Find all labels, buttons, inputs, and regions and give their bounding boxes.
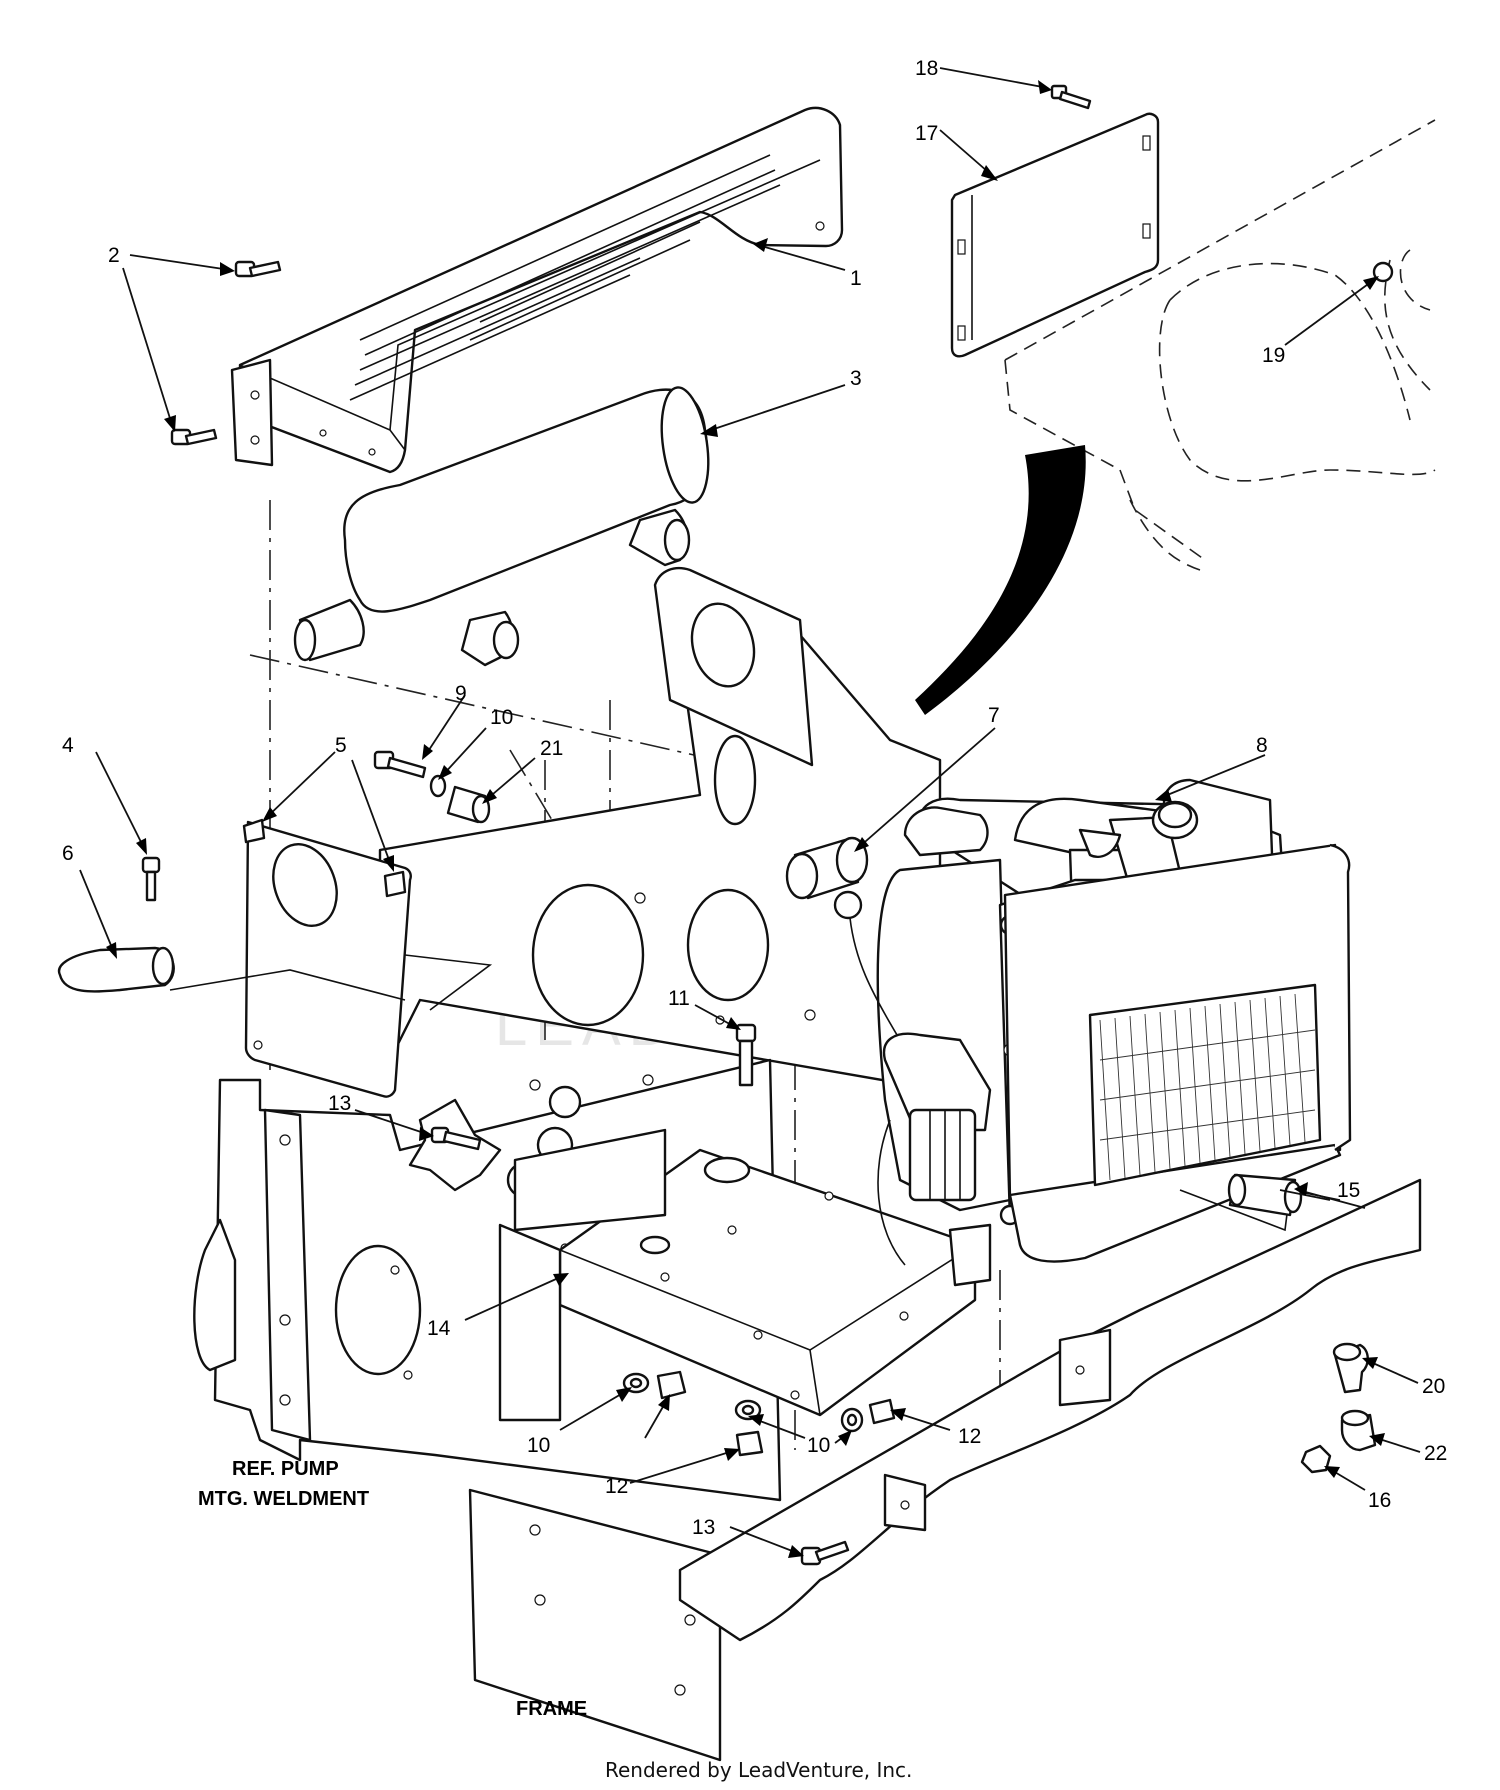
label-16: 16 xyxy=(1368,1489,1391,1512)
label-2: 2 xyxy=(108,244,120,267)
label-6: 6 xyxy=(62,842,74,865)
radiator xyxy=(1003,843,1352,1263)
part-number-labels: 18 17 2 1 19 3 9 10 4 5 21 7 8 6 11 13 1… xyxy=(62,57,1447,1539)
label-21: 21 xyxy=(540,737,563,760)
label-10-upper: 10 xyxy=(490,706,513,729)
label-7: 7 xyxy=(988,704,1000,727)
nut-16 xyxy=(1300,1444,1332,1474)
label-18: 18 xyxy=(915,57,938,80)
fitting-20 xyxy=(1332,1342,1369,1394)
frame xyxy=(468,1178,1422,1762)
label-14: 14 xyxy=(427,1317,451,1340)
clip-5 xyxy=(242,818,407,898)
bolt-4 xyxy=(141,856,161,902)
label-20: 20 xyxy=(1422,1375,1445,1398)
label-10-left: 10 xyxy=(527,1434,550,1457)
label-17: 17 xyxy=(915,122,938,145)
label-15: 15 xyxy=(1337,1179,1360,1202)
pointer-arrow xyxy=(915,445,1086,715)
callout-pump-line1: REF. PUMP xyxy=(232,1458,339,1480)
bolt-18 xyxy=(1050,84,1092,110)
callout-pump-line2: MTG. WELDMENT xyxy=(198,1488,369,1510)
label-1: 1 xyxy=(850,267,862,290)
label-22: 22 xyxy=(1424,1442,1447,1465)
label-13-upper: 13 xyxy=(328,1092,351,1115)
label-10-center: 10 xyxy=(807,1434,830,1457)
label-4: 4 xyxy=(62,734,74,757)
label-8: 8 xyxy=(1256,734,1268,757)
callout-frame: FRAME xyxy=(516,1698,587,1720)
base-plate-14 xyxy=(498,1128,977,1422)
vent-slots xyxy=(349,154,781,401)
radiator-core-hatch xyxy=(1099,993,1316,1181)
collar-7 xyxy=(785,836,869,900)
label-11: 11 xyxy=(668,987,690,1010)
leader-lines xyxy=(79,67,1421,1558)
bolt-9-washer-10-spacer-21 xyxy=(373,750,491,824)
label-19: 19 xyxy=(1262,344,1285,367)
pipe-15 xyxy=(1227,1173,1303,1217)
label-12-right: 12 xyxy=(958,1425,981,1448)
bolt-11 xyxy=(735,1023,757,1087)
muffler-3 xyxy=(293,386,710,667)
footer-credit: Rendered by LeadVenture, Inc. xyxy=(605,1758,912,1782)
label-13-lower: 13 xyxy=(692,1516,715,1539)
bracket-17 xyxy=(950,112,1160,358)
label-3: 3 xyxy=(850,367,862,390)
label-12-left: 12 xyxy=(605,1475,628,1498)
fitting-22 xyxy=(1340,1409,1377,1452)
label-5: 5 xyxy=(335,734,347,757)
label-9: 9 xyxy=(455,682,467,705)
muffler-shield-1 xyxy=(230,106,844,474)
callout-labels: REF. PUMP MTG. WELDMENT FRAME xyxy=(198,1458,587,1720)
hose-6 xyxy=(57,946,175,993)
engine-mount-plate xyxy=(378,566,942,1092)
bolt-2 xyxy=(170,260,282,446)
